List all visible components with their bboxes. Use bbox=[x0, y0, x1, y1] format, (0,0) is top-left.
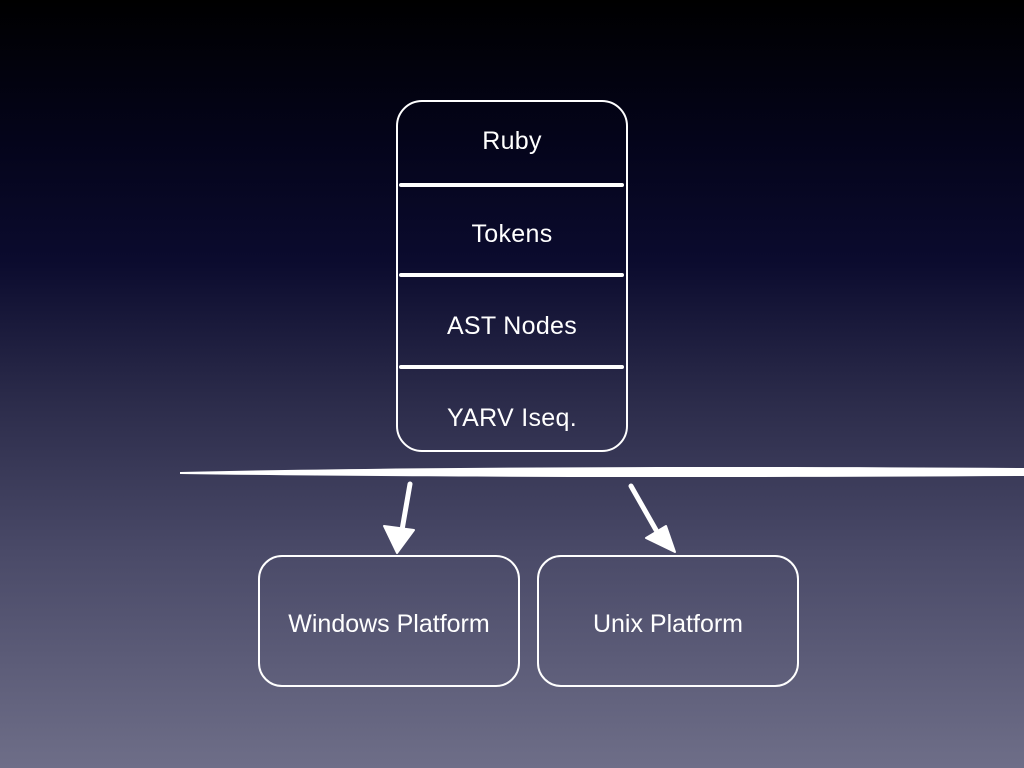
unix-platform-label: Unix Platform bbox=[592, 610, 744, 638]
separator-line bbox=[180, 467, 1024, 478]
unix-platform-box: Unix Platform bbox=[537, 555, 799, 687]
layer-yarv-iseq: YARV Iseq. bbox=[447, 404, 577, 432]
windows-platform-box: Windows Platform bbox=[258, 555, 520, 687]
arrow-to-unix bbox=[628, 483, 676, 553]
arrow-to-windows bbox=[383, 481, 415, 554]
layer-ruby: Ruby bbox=[482, 127, 542, 155]
layer-ast-nodes: AST Nodes bbox=[446, 312, 578, 340]
windows-platform-label: Windows Platform bbox=[288, 610, 490, 638]
layer-tokens: Tokens bbox=[471, 220, 553, 248]
compiler-stack-box: Ruby Tokens AST Nodes YARV Iseq. bbox=[396, 100, 628, 452]
